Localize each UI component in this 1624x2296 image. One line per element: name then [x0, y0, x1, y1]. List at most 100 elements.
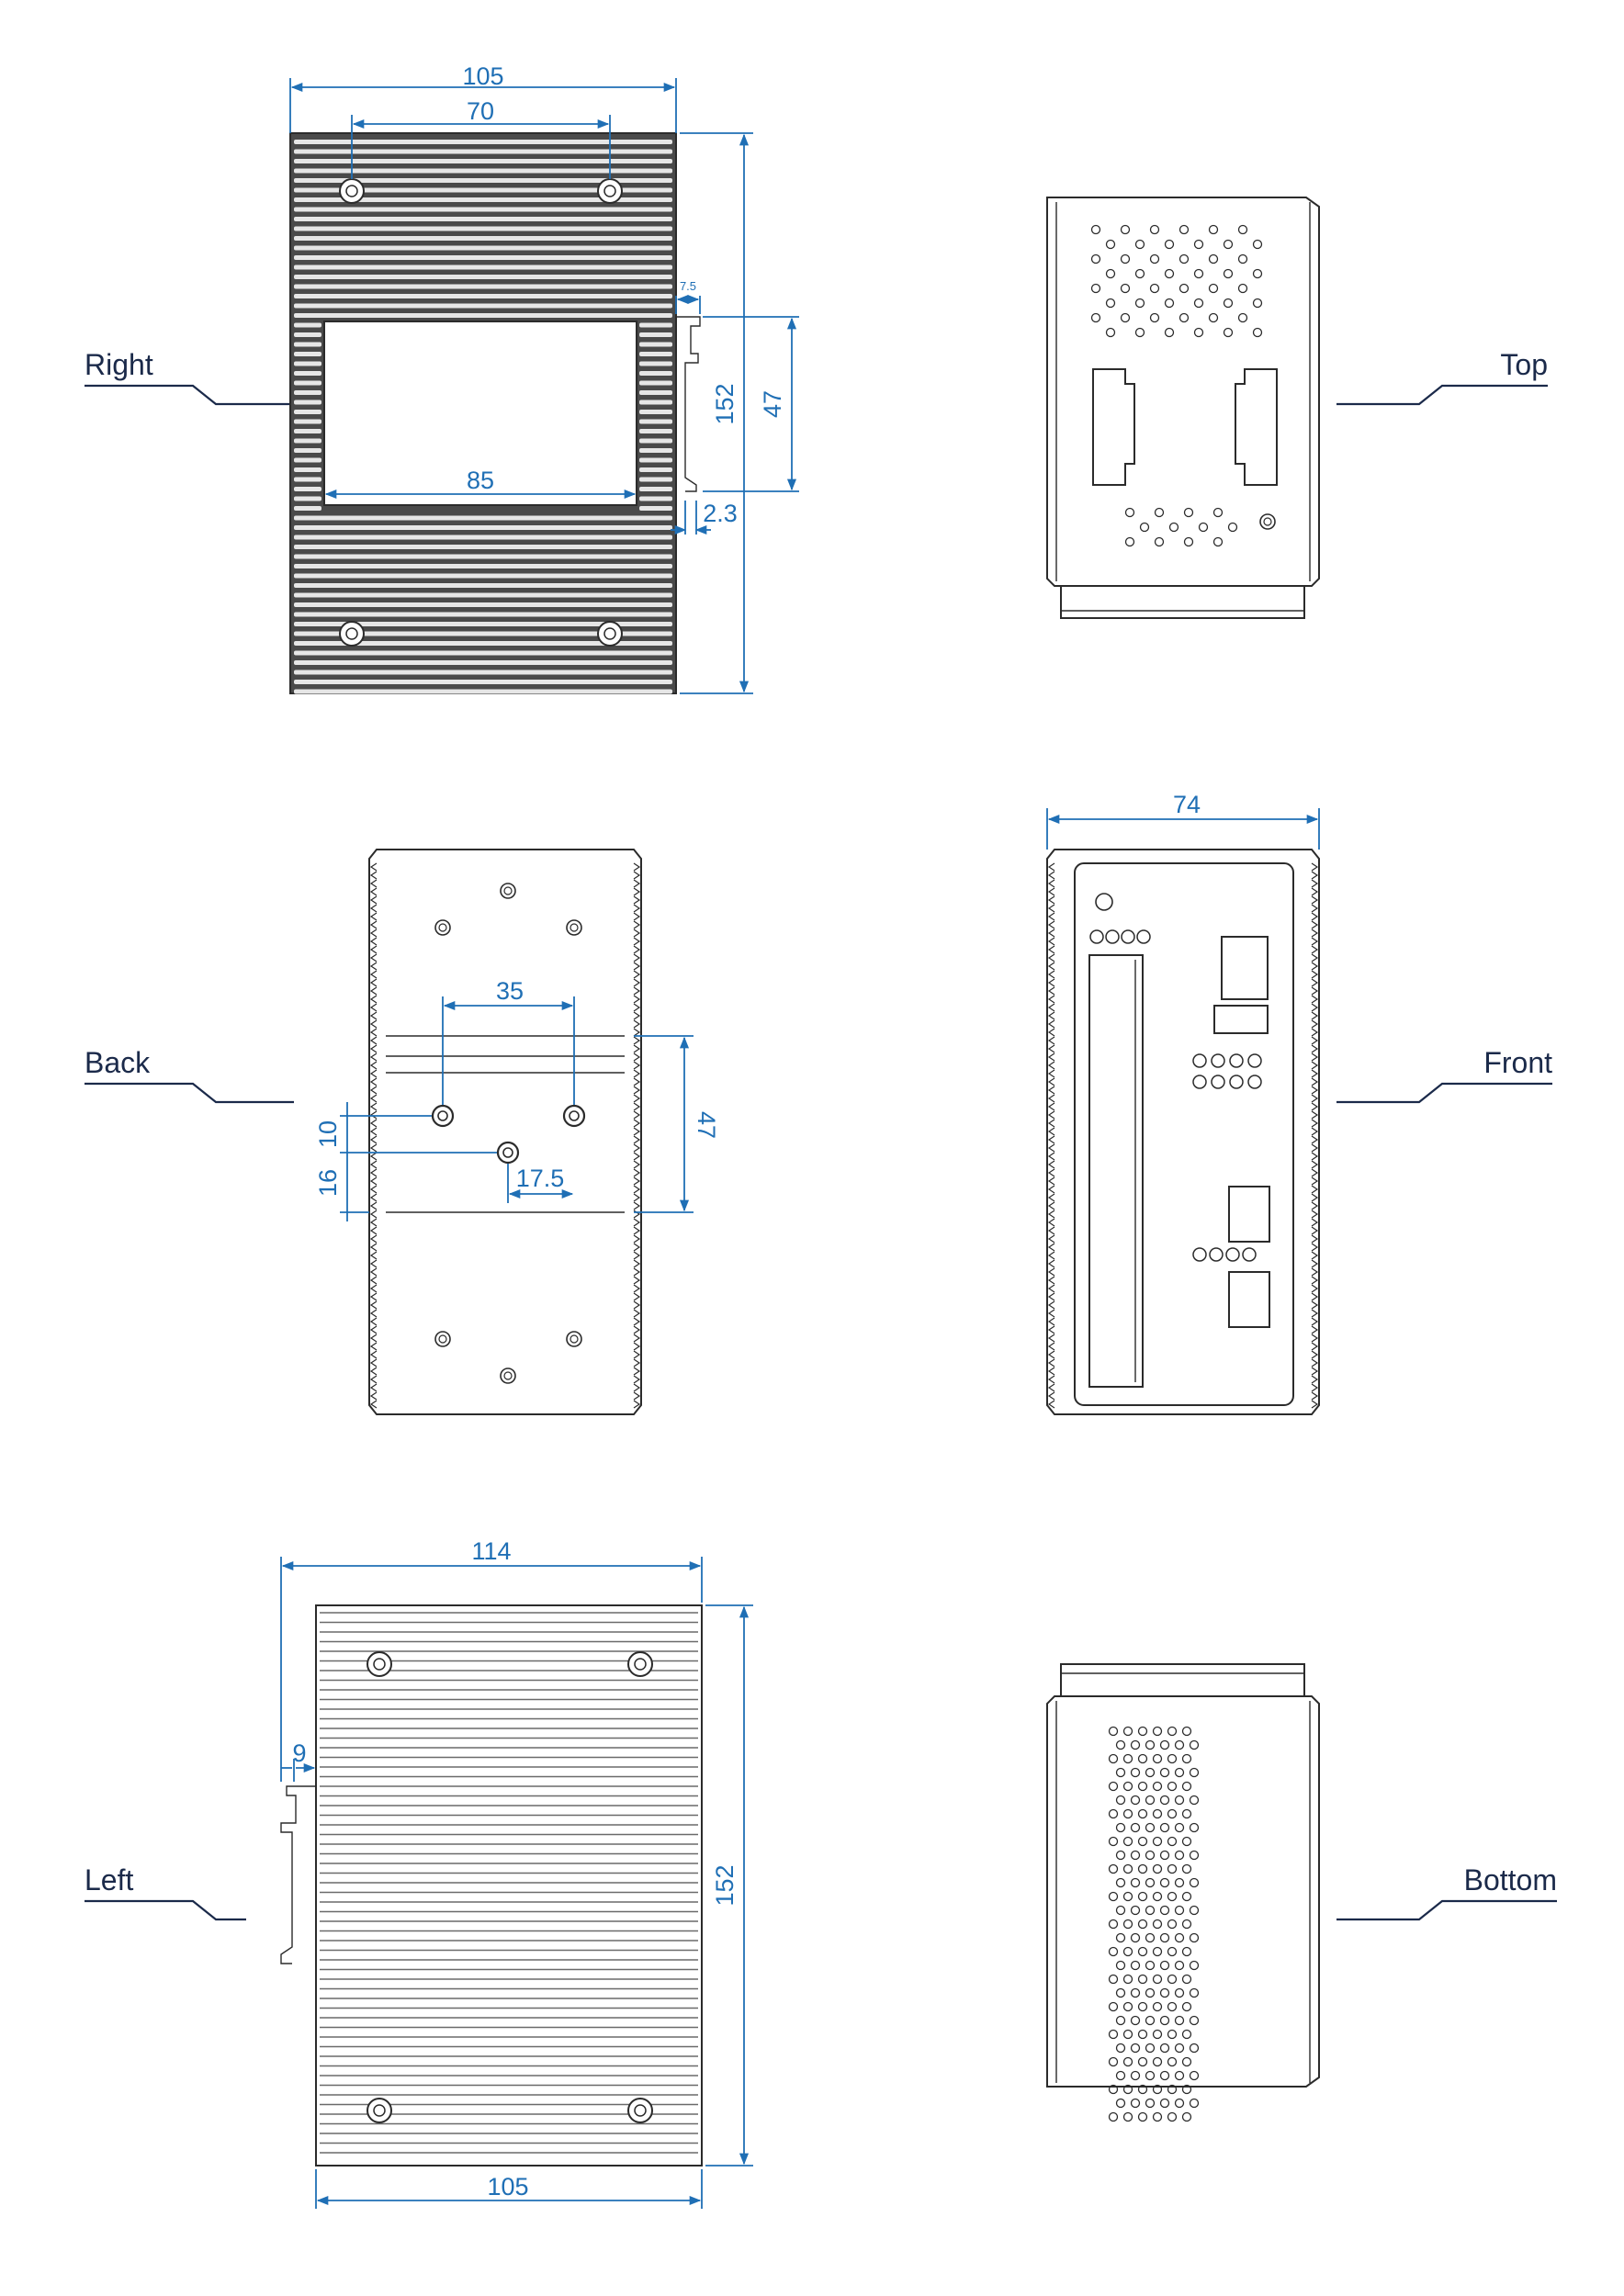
vent-hole [1189, 1877, 1200, 1888]
serration [1311, 1292, 1319, 1301]
vent-hole [1152, 2001, 1163, 2012]
serration [1047, 1251, 1055, 1260]
serration [1047, 1201, 1055, 1210]
vent-hole [1208, 283, 1219, 294]
vent-hole [1152, 2056, 1163, 2067]
serration [369, 904, 378, 913]
serration [369, 1218, 378, 1227]
fin [294, 245, 672, 251]
serration [1047, 1400, 1055, 1409]
fin [294, 380, 321, 386]
vent-hole [1139, 522, 1150, 533]
serration [1047, 1044, 1055, 1053]
serration [369, 1300, 378, 1310]
vent-hole [1159, 1739, 1170, 1750]
vent-hole [1122, 1919, 1133, 1930]
vent-hole [1122, 1781, 1133, 1792]
dim-right-width: 105 [462, 62, 503, 90]
fin [639, 410, 672, 414]
fin [294, 487, 321, 491]
vent-hole [1227, 522, 1238, 533]
vent-hole [1237, 253, 1248, 264]
leader-back [85, 1082, 294, 1104]
vent-hole [1181, 2084, 1192, 2095]
vent-hole [1124, 536, 1135, 547]
serration [1047, 1309, 1055, 1318]
serration [1311, 978, 1319, 987]
serration [1047, 929, 1055, 938]
vent-hole [1130, 1877, 1141, 1888]
serration [633, 1243, 641, 1252]
vent-hole [1208, 224, 1219, 235]
serration [633, 904, 641, 913]
vent-hole [1181, 1726, 1192, 1737]
vent-hole [1181, 2029, 1192, 2040]
serration [1047, 1061, 1055, 1070]
top-bracket-right [1235, 368, 1278, 486]
serration [1311, 1284, 1319, 1293]
vent-hole [1159, 1905, 1170, 1916]
fin [639, 332, 672, 337]
serration [633, 1135, 641, 1144]
fin [639, 322, 672, 328]
serration [1311, 1143, 1319, 1153]
vent-hole [1189, 1739, 1200, 1750]
vent-hole [1108, 1808, 1119, 1819]
vent-hole [1130, 2043, 1141, 2054]
front-sfp-port-1 [1228, 1186, 1270, 1243]
serration [1311, 1251, 1319, 1260]
serration [633, 945, 641, 954]
serration [369, 995, 378, 1004]
vent-hole [1183, 507, 1194, 518]
vent-hole [1130, 1739, 1141, 1750]
dim-right-rail: 47 [759, 390, 786, 418]
serration [1311, 1259, 1319, 1268]
vent-hole [1183, 536, 1194, 547]
serration [1311, 1193, 1319, 1202]
vent-hole [1189, 2098, 1200, 2109]
vent-hole [1193, 298, 1204, 309]
serration [369, 929, 378, 938]
fin [294, 535, 672, 540]
serration [1047, 1119, 1055, 1128]
serration [1311, 1110, 1319, 1120]
serration [369, 1234, 378, 1244]
vent-hole [1108, 2084, 1119, 2095]
front-serrations [1047, 862, 1319, 1409]
fin [294, 400, 321, 405]
vent-hole [1145, 1767, 1156, 1778]
back-screw-holes [431, 883, 586, 1384]
vent-hole [1134, 239, 1145, 250]
serration [369, 1069, 378, 1078]
vent-hole [1108, 1974, 1119, 1985]
vent-hole [1164, 268, 1175, 279]
serration [1311, 1334, 1319, 1343]
serration [1047, 862, 1055, 872]
fin [639, 477, 672, 482]
serration [369, 1102, 378, 1111]
vent-hole [1198, 522, 1209, 533]
back-dimensions: 35 47 10 16 17.5 [314, 977, 720, 1221]
serration [1311, 986, 1319, 996]
serration [633, 962, 641, 971]
serration [369, 1019, 378, 1029]
fin [294, 236, 672, 241]
serration [633, 978, 641, 987]
vent-hole [1130, 1767, 1141, 1778]
dim-front-width: 74 [1173, 791, 1201, 818]
fin [294, 197, 672, 202]
vent-hole [1122, 2056, 1133, 2067]
vent-hole [1115, 1932, 1126, 1943]
serration [1047, 1086, 1055, 1095]
vent-hole [1167, 1891, 1178, 1902]
vent-hole [1167, 1726, 1178, 1737]
serration [633, 1193, 641, 1202]
vent-hole [1159, 1795, 1170, 1806]
fin [294, 168, 672, 174]
fin [294, 650, 672, 656]
vent-hole [1105, 239, 1116, 250]
serration [369, 1292, 378, 1301]
vent-hole [1090, 312, 1101, 323]
vent-hole [1137, 1863, 1148, 1874]
